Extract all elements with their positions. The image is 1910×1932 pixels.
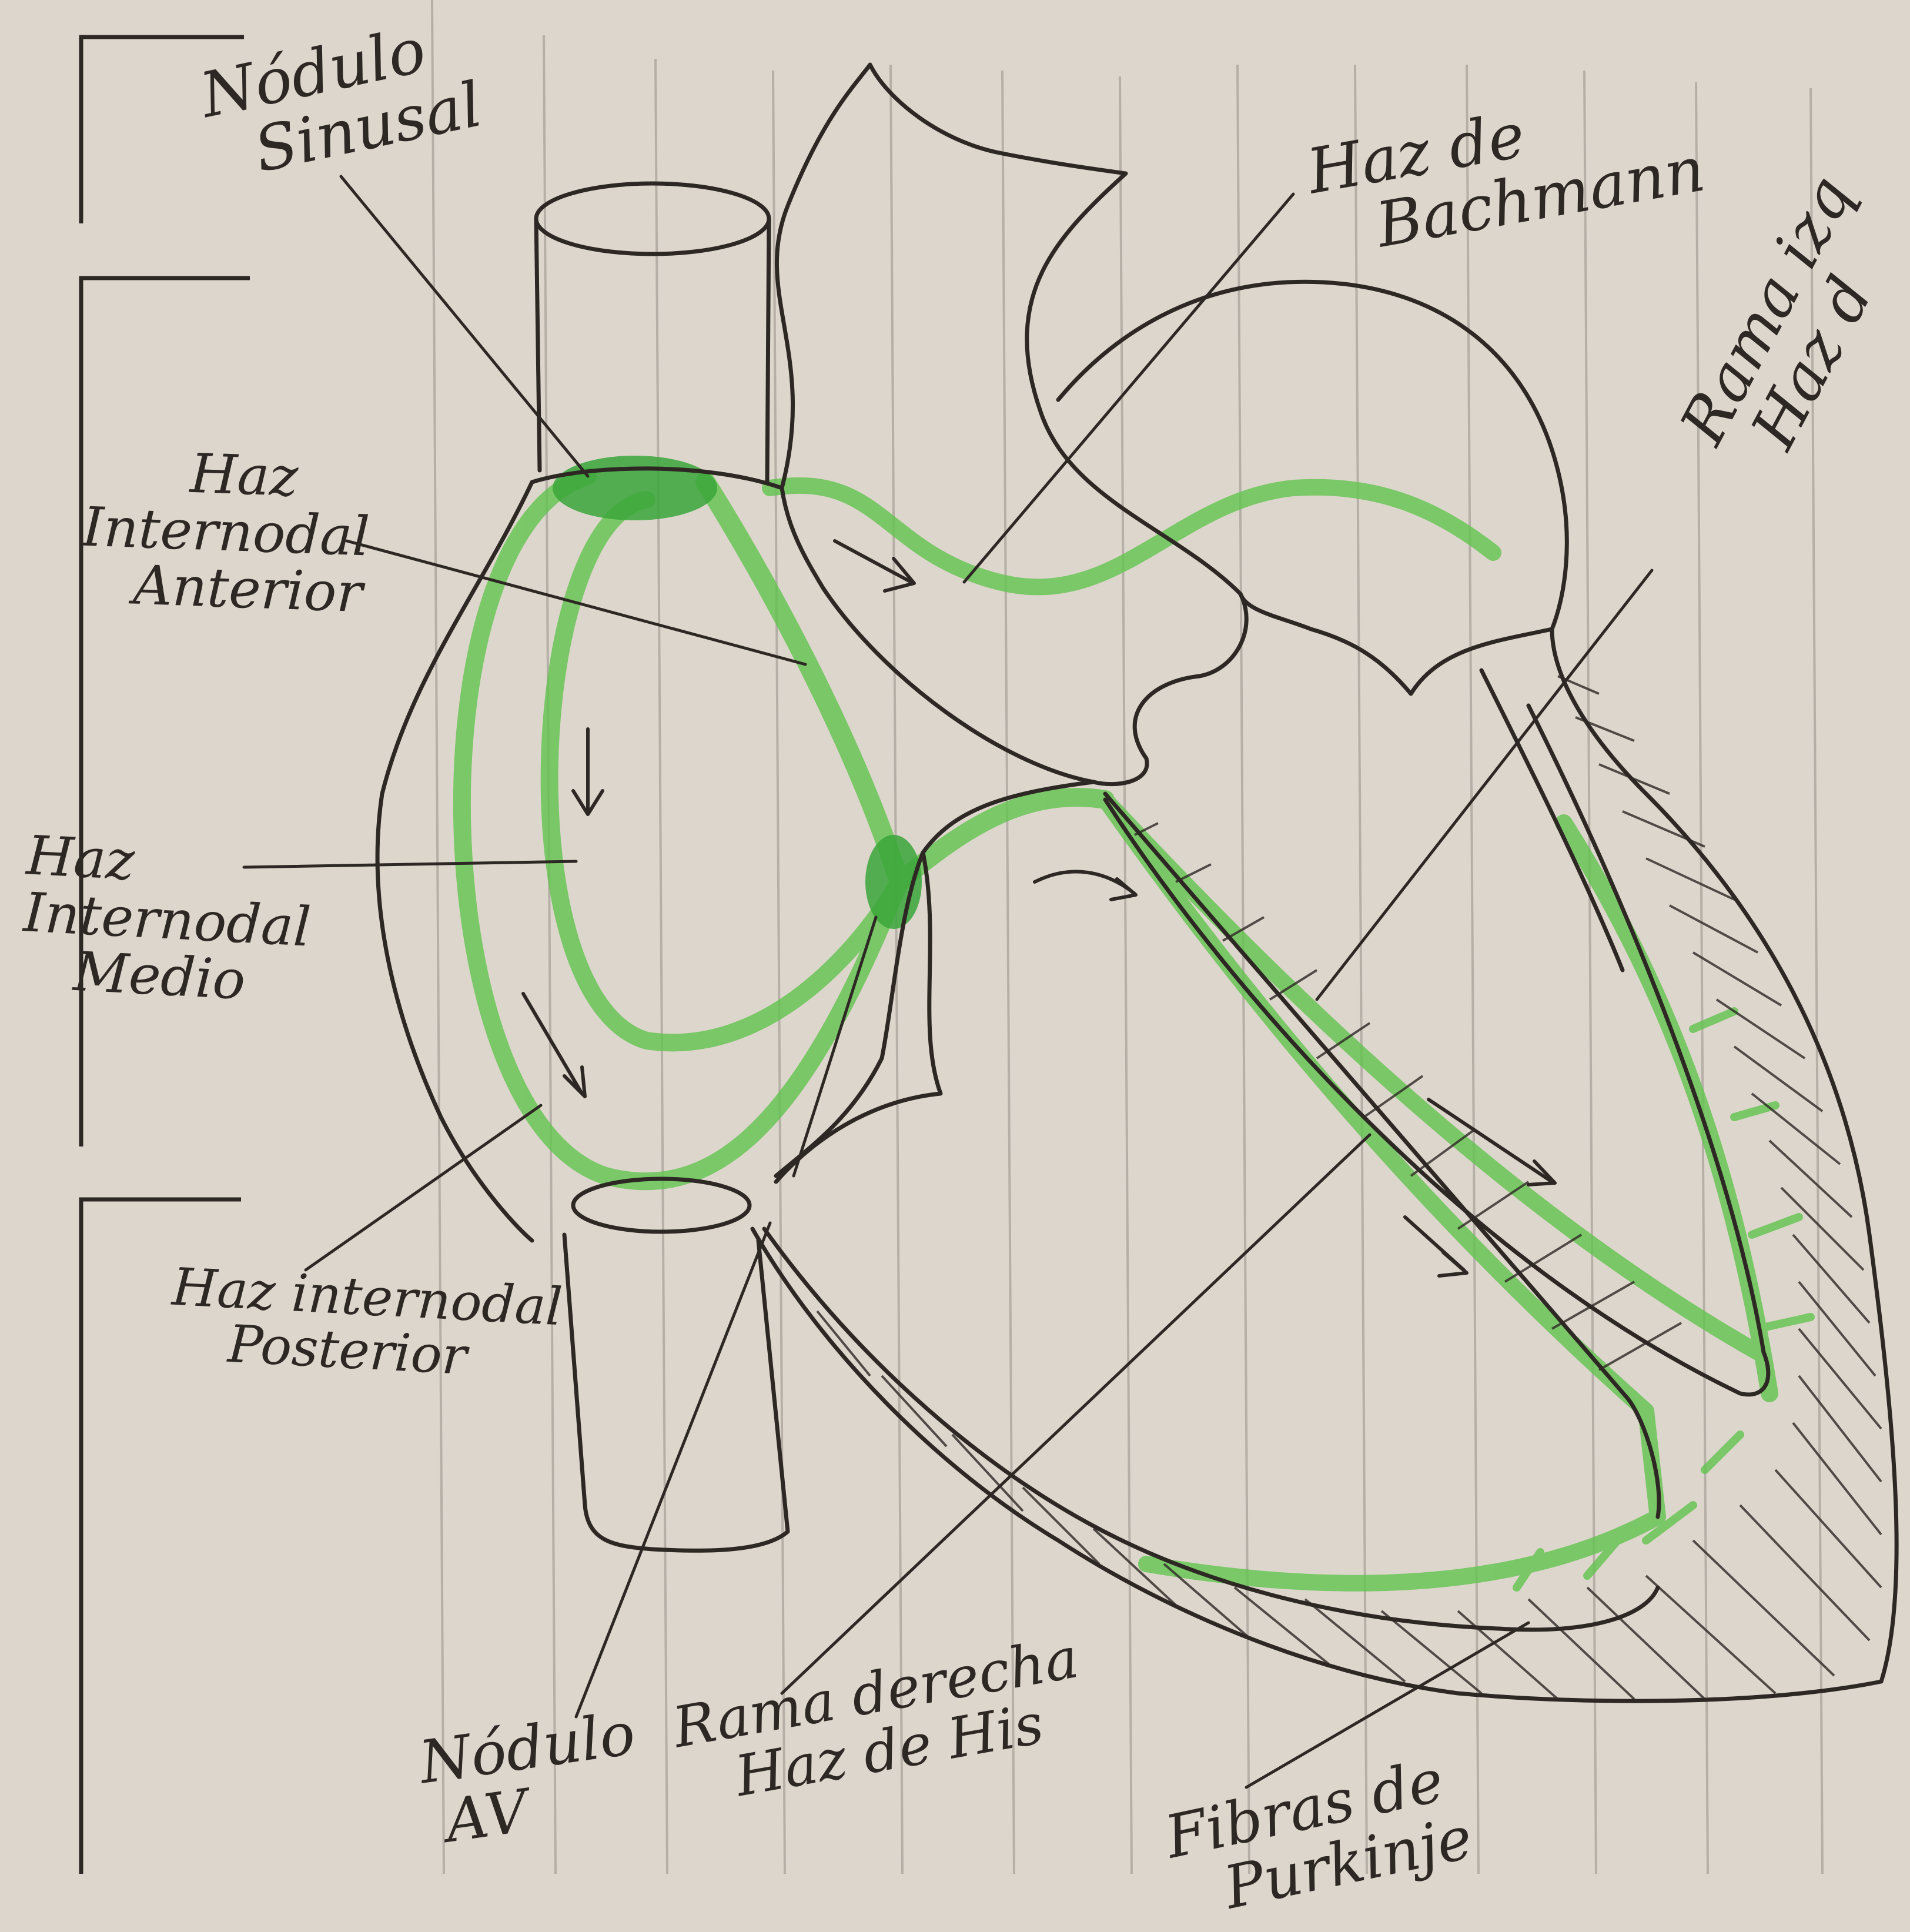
arrow-icon: [835, 541, 914, 591]
aorta: [777, 65, 1246, 784]
arrow-icon: [1035, 872, 1136, 900]
superior-vena-cava-top: [536, 183, 769, 254]
inferior-vena-cava: [564, 1235, 788, 1550]
label-line: Haz: [189, 446, 373, 509]
label-line: Anterior: [132, 557, 369, 622]
superior-vena-cava: [536, 219, 769, 482]
label-haz-internodal-anterior: Haz Internodal Anterior: [79, 442, 373, 623]
haz-internodal-posterior-pathway: [462, 476, 899, 1181]
label-haz-internodal-medio: Haz Internodal Medio: [19, 827, 315, 1012]
his-bundle-pathway: [899, 797, 1105, 882]
leader-internodal-anterior: [347, 541, 805, 664]
haz-bachmann-pathway: [770, 486, 1493, 587]
left-ventricle-inner: [1481, 670, 1623, 970]
leader-nodulo-sinusal: [341, 176, 588, 476]
notebook-page: Nódulo Sinusal Haz de Bachmann Haz Inter…: [0, 0, 1910, 1874]
leader-haz-bachmann: [964, 194, 1293, 582]
leader-rama-derecha: [782, 1135, 1370, 1693]
heart-outline: [377, 65, 1896, 1701]
leader-lines: [244, 176, 1652, 1787]
label-haz-internodal-posterior: Haz internodal Posterior: [168, 1260, 564, 1389]
notebook-rules: [432, 0, 1822, 1874]
leader-nodulo-av: [576, 1223, 770, 1717]
leader-rama-izquierda: [1317, 570, 1652, 1000]
label-line: Internodal: [81, 499, 370, 566]
leader-internodal-posterior: [306, 1105, 541, 1270]
haz-internodal-anterior-pathway: [705, 482, 899, 882]
arrow-icon: [523, 994, 585, 1097]
arrow-icon: [573, 729, 603, 814]
rama-izquierda-pathway: [1105, 800, 1758, 1352]
